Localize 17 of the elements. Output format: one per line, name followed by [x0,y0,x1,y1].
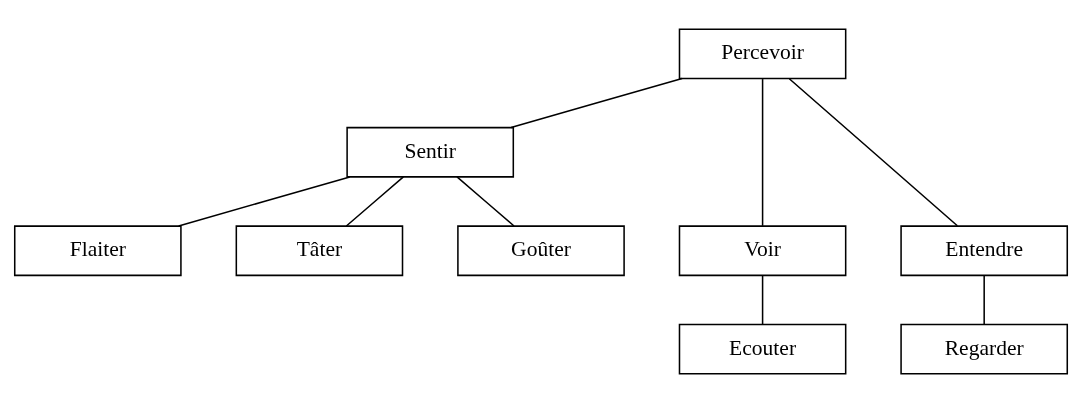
node-box: Sentir [346,126,515,178]
connector [177,176,351,227]
node-box: Flaiter [13,225,182,277]
node-box: Voir [678,225,847,277]
connector [456,176,515,227]
node-box: Ecouter [678,323,847,375]
node-box: Percevoir [678,28,847,80]
connector [761,78,764,227]
connector [761,274,764,325]
connector [788,77,959,227]
node-box: Entendre [900,225,1069,277]
connector [510,77,683,129]
connector [983,274,985,325]
node-box: Goûter [457,225,625,277]
connector [345,176,405,227]
node-box: Regarder [900,323,1069,375]
node-box: Tâter [235,225,404,277]
